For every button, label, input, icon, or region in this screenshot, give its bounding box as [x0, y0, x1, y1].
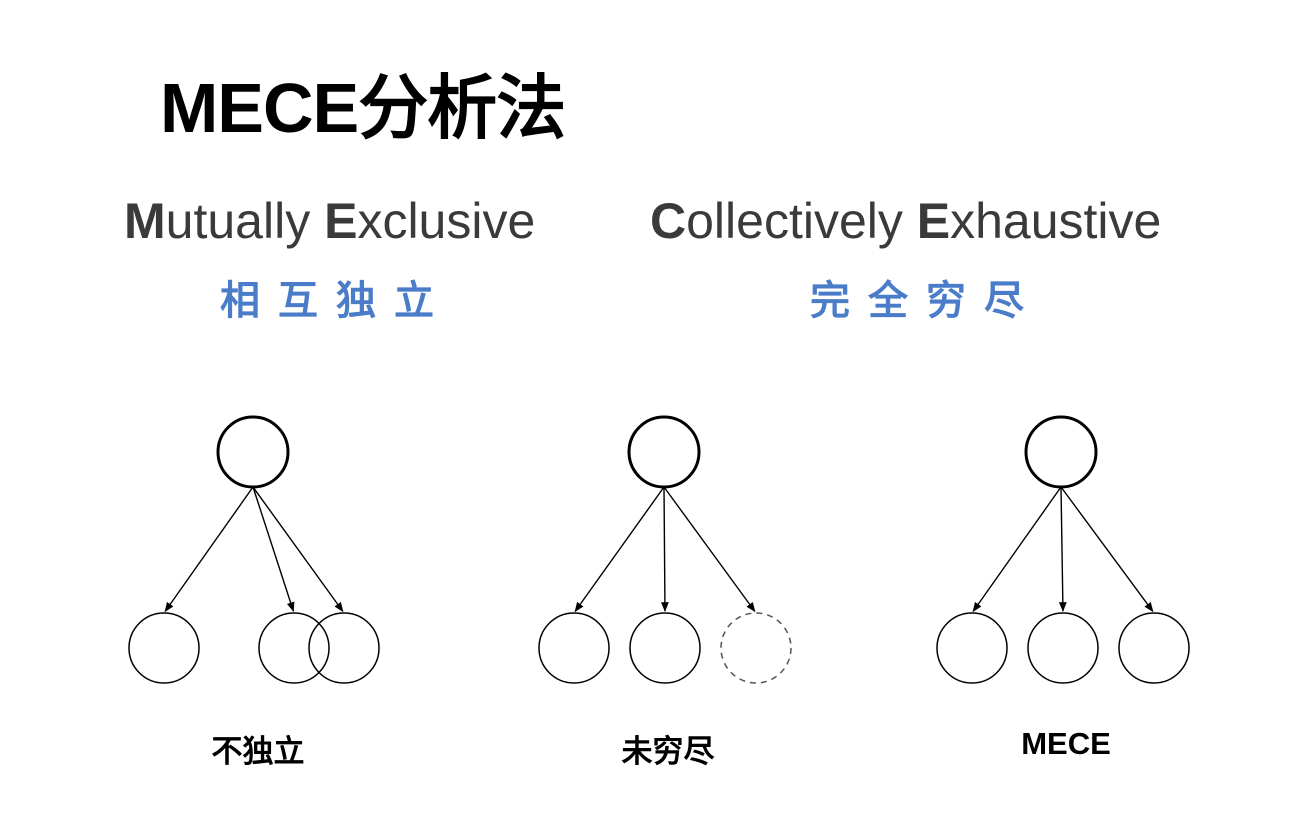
tree-edge-3-1	[972, 486, 1062, 613]
root-node-2	[627, 415, 701, 489]
heading-rest-utually: utually	[165, 193, 325, 249]
subheading-collectively-exhaustive-cn: 完全穷尽	[810, 279, 1042, 323]
tree-edge-2-3	[663, 486, 756, 613]
child-node-1-1	[128, 612, 200, 684]
tree-edge-3-3	[1060, 486, 1154, 613]
heading-collectively-exhaustive: Collectively Exhaustive	[650, 192, 1161, 250]
child-node-2-2	[629, 612, 701, 684]
heading-initial-e: E	[324, 193, 358, 249]
tree-edge-1-1	[164, 486, 254, 613]
child-node-2-1	[538, 612, 610, 684]
tree-diagram-3	[936, 415, 1190, 684]
tree-edge-2-2	[660, 486, 669, 612]
heading-initial-c: C	[650, 193, 687, 249]
heading-mutually-exclusive: Mutually Exclusive	[124, 192, 535, 250]
caption-not-exhaustive: 未穷尽	[621, 734, 715, 769]
tree-diagram-1	[128, 415, 380, 684]
child-node-3-1	[936, 612, 1008, 684]
heading-rest-ollectively: ollectively	[686, 193, 917, 249]
heading-rest-xhaustive: xhaustive	[950, 193, 1162, 249]
heading-rest-xclusive: xclusive	[357, 193, 536, 249]
child-node-3-3	[1118, 612, 1190, 684]
root-node-1	[216, 415, 290, 489]
tree-edge-1-3	[252, 486, 344, 613]
tree-edge-1-2	[252, 486, 295, 613]
heading-initial-m: M	[124, 193, 166, 249]
tree-diagram-2	[538, 415, 792, 684]
caption-mece: MECE	[1021, 726, 1111, 761]
heading-initial-e2: E	[916, 193, 951, 249]
tree-edge-3-2	[1058, 486, 1067, 612]
root-node-3	[1024, 415, 1098, 489]
subheading-mutually-exclusive-cn: 相互独立	[220, 279, 452, 323]
page-title: MECE分析法	[160, 69, 566, 147]
child-node-1-3	[308, 612, 380, 684]
child-node-2-3	[720, 612, 792, 684]
caption-not-independent: 不独立	[211, 734, 305, 769]
child-node-1-2	[258, 612, 330, 684]
child-node-3-2	[1027, 612, 1099, 684]
tree-edge-2-1	[574, 486, 665, 613]
